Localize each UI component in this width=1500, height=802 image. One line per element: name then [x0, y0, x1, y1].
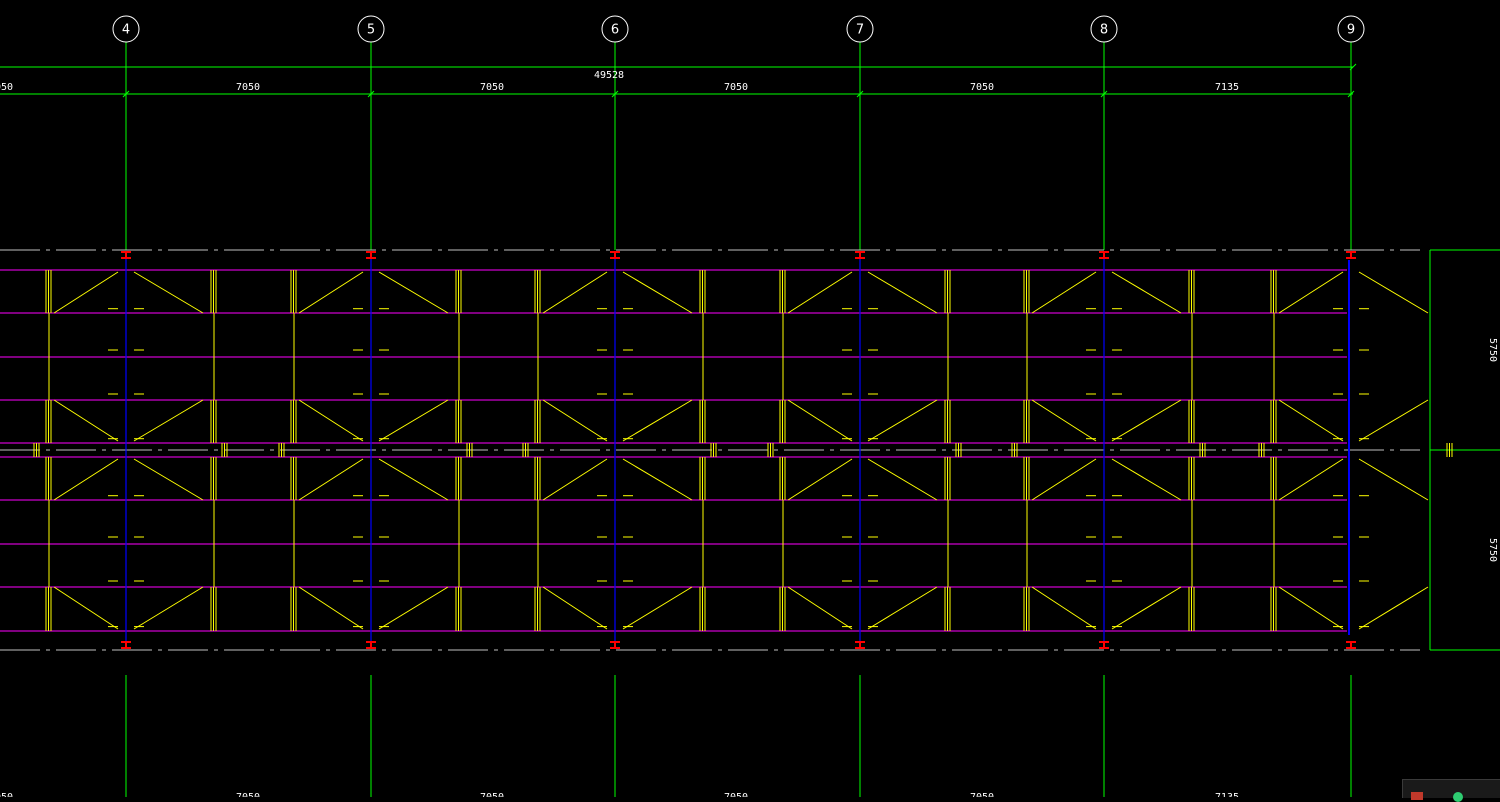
brace-left-0-1 — [53, 399, 119, 442]
right-dimension-1: 5750 — [1487, 538, 1498, 562]
brace-right-2-3 — [622, 586, 693, 630]
bottom-dimension-0: 050 — [0, 792, 13, 797]
centerlines-layer — [0, 249, 1500, 651]
brace-left-5-2 — [1278, 458, 1344, 501]
brace-right-4-3 — [1111, 586, 1182, 630]
columns-layer — [121, 251, 1356, 649]
brace-right-0-3 — [133, 586, 204, 630]
bottom-dimension-2: 7050 — [480, 792, 504, 797]
dimension-tick-5 — [1347, 90, 1355, 98]
brace-right-0-0 — [133, 271, 204, 314]
overall-dimension-text: 49528 — [594, 70, 624, 81]
top-dimension-1: 7050 — [236, 82, 260, 93]
brace-left-4-2 — [1031, 458, 1097, 501]
brace-left-4-0 — [1031, 271, 1097, 314]
brace-right-3-0 — [867, 271, 938, 314]
dimensions-layer: 49528 050 7050 7050 7050 7050 7135 050 7… — [0, 63, 1498, 797]
brace-left-4-1 — [1031, 399, 1097, 442]
bottom-dimension-5: 7135 — [1215, 792, 1239, 797]
brace-right-0-1 — [133, 399, 204, 442]
grid-lines-layer — [125, 42, 1352, 797]
brace-right-4-1 — [1111, 399, 1182, 442]
axis-lines-layer — [125, 255, 1350, 645]
dimension-tick-0 — [122, 90, 130, 98]
brace-right-1-1 — [378, 399, 449, 442]
grid-bubble-5[interactable]: 5 — [357, 15, 385, 43]
brace-left-4-3 — [1031, 586, 1097, 630]
brace-left-2-0 — [542, 271, 608, 314]
brace-left-0-0 — [53, 271, 119, 314]
brace-left-0-2 — [53, 458, 119, 501]
top-dimension-0: 050 — [0, 82, 13, 93]
grid-label-7: 7 — [856, 23, 864, 38]
brace-right-1-2 — [378, 458, 449, 501]
right-dimension-0: 5750 — [1487, 338, 1498, 362]
grid-label-9: 9 — [1347, 23, 1355, 38]
brace-left-1-3 — [298, 586, 364, 630]
brace-left-5-0 — [1278, 271, 1344, 314]
dimension-tick-3 — [856, 90, 864, 98]
grid-bubble-9[interactable]: 9 — [1337, 15, 1365, 43]
bottom-dimension-4: 7050 — [970, 792, 994, 797]
dimension-tick-4 — [1100, 90, 1108, 98]
brace-right-5-3 — [1358, 586, 1429, 630]
grid-label-6: 6 — [611, 23, 619, 38]
brace-right-4-2 — [1111, 458, 1182, 501]
brace-left-0-3 — [53, 586, 119, 630]
brace-right-3-3 — [867, 586, 938, 630]
grid-label-5: 5 — [367, 23, 375, 38]
brace-right-1-3 — [378, 586, 449, 630]
brace-left-2-1 — [542, 399, 608, 442]
grid-label-8: 8 — [1100, 23, 1108, 38]
brace-left-2-3 — [542, 586, 608, 630]
brace-left-1-1 — [298, 399, 364, 442]
brace-left-3-1 — [787, 399, 853, 442]
brace-right-1-0 — [378, 271, 449, 314]
brace-right-2-2 — [622, 458, 693, 501]
grid-bubble-7[interactable]: 7 — [846, 15, 874, 43]
brace-left-3-3 — [787, 586, 853, 630]
brace-left-1-2 — [298, 458, 364, 501]
brace-right-2-0 — [622, 271, 693, 314]
brace-left-5-3 — [1278, 586, 1344, 630]
brace-right-3-2 — [867, 458, 938, 501]
brace-left-3-2 — [787, 458, 853, 501]
grid-bubble-6[interactable]: 6 — [601, 15, 629, 43]
status-toolbar[interactable] — [1402, 779, 1500, 802]
top-dimension-2: 7050 — [480, 82, 504, 93]
braces-layer — [33, 270, 1453, 631]
brace-right-0-2 — [133, 458, 204, 501]
brace-right-2-1 — [622, 399, 693, 442]
grid-bubble-4[interactable]: 4 — [112, 15, 140, 43]
top-dimension-5: 7135 — [1215, 82, 1239, 93]
dimension-tick-2 — [611, 90, 619, 98]
top-dimension-3: 7050 — [724, 82, 748, 93]
brace-left-1-0 — [298, 271, 364, 314]
overall-dimension-tick — [1349, 63, 1357, 71]
grid-bubbles-layer: 4 5 6 7 8 9 — [112, 15, 1365, 43]
brace-right-5-1 — [1358, 399, 1429, 442]
status-icon[interactable] — [1453, 792, 1463, 802]
brace-right-3-1 — [867, 399, 938, 442]
brace-right-5-2 — [1358, 458, 1429, 501]
brace-left-5-1 — [1278, 399, 1344, 442]
bottom-dimension-3: 7050 — [724, 792, 748, 797]
bottom-dimension-1: 7050 — [236, 792, 260, 797]
grid-bubble-8[interactable]: 8 — [1090, 15, 1118, 43]
brace-left-2-2 — [542, 458, 608, 501]
brace-right-5-0 — [1358, 271, 1429, 314]
top-dimension-4: 7050 — [970, 82, 994, 93]
grid-label-4: 4 — [122, 23, 130, 38]
dimension-tick-1 — [367, 90, 375, 98]
layer-icon[interactable] — [1411, 792, 1423, 800]
brace-right-4-0 — [1111, 271, 1182, 314]
brace-left-3-0 — [787, 271, 853, 314]
